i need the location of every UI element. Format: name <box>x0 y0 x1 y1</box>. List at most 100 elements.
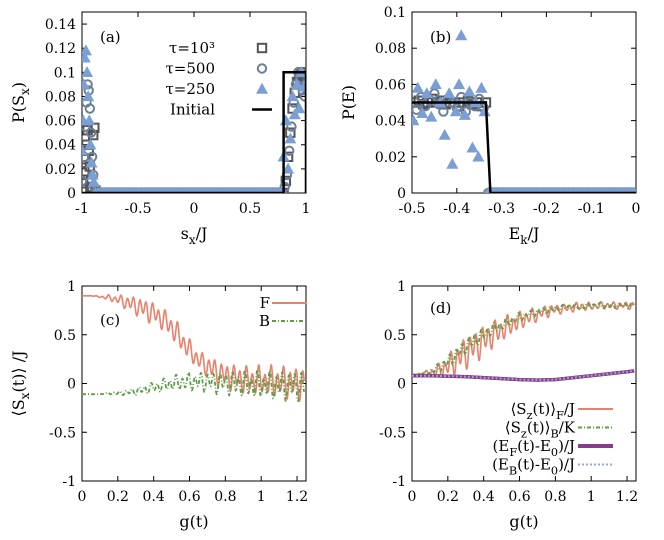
y-tick-label: 0.02 <box>45 162 76 178</box>
data-point <box>84 138 97 150</box>
data-point <box>82 78 90 90</box>
text-run: g(t) <box>509 512 538 531</box>
y-tick-label: 0.14 <box>45 17 76 33</box>
y-tick-label: 1 <box>397 279 406 295</box>
text-run: /K <box>559 419 576 437</box>
data-point <box>88 129 99 141</box>
legend-key-marker <box>256 63 268 74</box>
series-line <box>82 369 306 403</box>
text-run: x <box>18 88 32 95</box>
data-point <box>84 103 96 114</box>
legend-label: (EB(t)-E0)/J <box>492 456 575 478</box>
x-tick-label: -0.3 <box>488 201 515 217</box>
text-run: /J <box>564 400 575 418</box>
text-run: /J <box>196 224 208 243</box>
y-tick-label: -1 <box>62 474 76 490</box>
x-tick-label: 1.2 <box>616 489 638 505</box>
data-point <box>290 78 304 90</box>
data-area <box>82 44 306 193</box>
y-tick-label: 0.02 <box>375 150 406 166</box>
text-run: 0 <box>551 446 558 459</box>
y-tick-label: 0 <box>397 186 406 202</box>
text-run: (t)⟩ <box>527 419 551 437</box>
legend: ⟨Sz(t)⟩F/J⟨Sz(t)⟩B/K(EF(t)-E0)/J(EB(t)-E… <box>492 400 613 478</box>
series-0 <box>82 293 305 403</box>
data-point <box>412 104 422 115</box>
text-run: 0 <box>551 465 558 478</box>
text-run: ⟨S <box>510 400 526 418</box>
data-point <box>82 66 94 78</box>
text-run: z <box>521 428 527 441</box>
x-tick-label: 0 <box>78 489 87 505</box>
x-axis-label: g(t) <box>509 512 538 531</box>
legend-label: B <box>259 312 270 330</box>
data-point <box>452 78 466 90</box>
data-point <box>416 107 429 119</box>
text-run: B <box>550 428 558 441</box>
x-tick-label: 1.2 <box>286 489 308 505</box>
data-point <box>446 157 459 169</box>
text-run: x <box>189 233 196 247</box>
data-area <box>412 29 636 193</box>
x-axis-label: Ek/J <box>509 224 540 247</box>
panel-label: (c) <box>100 311 120 329</box>
x-tick-label: 0.8 <box>544 489 566 505</box>
series-line <box>412 301 635 376</box>
legend: FB <box>259 294 307 330</box>
text-run: ) <box>9 82 28 88</box>
data-point <box>472 150 485 162</box>
data-point <box>438 106 449 117</box>
text-run: P(S <box>9 95 28 123</box>
data-point <box>449 105 462 117</box>
panel-label: (a) <box>100 28 121 46</box>
y-tick-label: 0.1 <box>54 65 76 81</box>
x-tick-label: 0.2 <box>107 489 129 505</box>
x-tick-label: 0 <box>632 201 641 217</box>
x-tick-label: 1 <box>587 489 596 505</box>
text-run: F <box>260 294 270 312</box>
text-run: τ=250 <box>166 80 216 98</box>
legend-label: τ=500 <box>166 60 216 78</box>
text-run: k <box>520 233 528 247</box>
x-tick-label: 0.8 <box>214 489 236 505</box>
text-run: )/J <box>558 456 575 474</box>
x-tick-label: 0 <box>408 489 417 505</box>
y-tick-label: 0 <box>397 377 406 393</box>
text-run: (E <box>493 437 510 455</box>
y-tick-label: 0.5 <box>384 328 406 344</box>
y-tick-label: -1 <box>392 474 406 490</box>
text-run: B <box>509 465 517 478</box>
y-tick-label: 1 <box>67 279 76 295</box>
series-0 <box>412 93 636 193</box>
text-run: B <box>259 312 270 330</box>
x-tick-label: 1 <box>302 201 311 217</box>
text-run: P(E) <box>339 85 358 120</box>
text-run: ⟨S <box>9 399 28 416</box>
x-tick-label: 0.2 <box>437 489 459 505</box>
data-point <box>284 132 297 144</box>
data-point <box>82 44 92 56</box>
data-area <box>82 293 306 403</box>
panel-label: (d) <box>430 299 451 317</box>
legend-key-marker <box>255 82 269 94</box>
legend-label: F <box>260 294 270 312</box>
data-point <box>284 145 295 156</box>
text-run: τ=500 <box>166 60 216 78</box>
data-point <box>83 114 96 126</box>
x-tick-label: 0.6 <box>178 489 200 505</box>
y-tick-label: 0.04 <box>45 138 76 154</box>
series-3 <box>412 101 636 193</box>
data-point <box>293 102 306 114</box>
text-run: x <box>18 392 32 399</box>
x-axis-label: sx/J <box>181 224 208 247</box>
y-tick-label: -0.5 <box>379 425 406 441</box>
x-tick-label: -1 <box>75 201 89 217</box>
data-point <box>455 29 468 41</box>
text-run: E <box>509 224 521 243</box>
data-point <box>420 87 433 99</box>
y-axis-label: P(Sx) <box>9 82 32 123</box>
data-point <box>438 128 451 140</box>
